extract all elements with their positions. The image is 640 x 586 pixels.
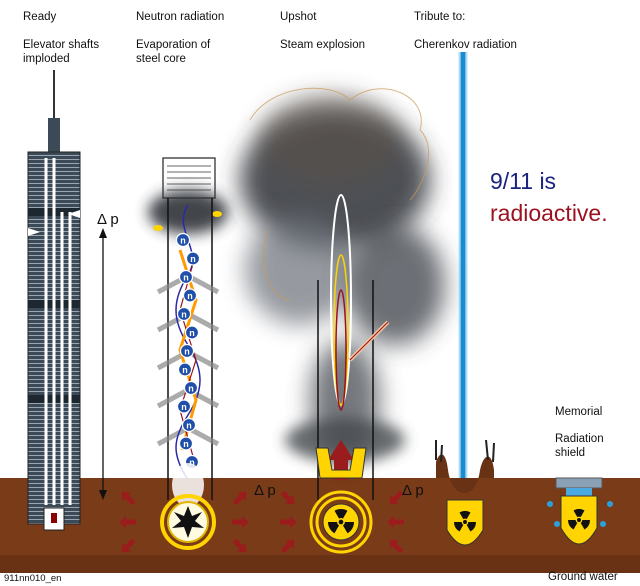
pressure-arrow-red — [280, 490, 295, 505]
arrow-shape — [280, 490, 295, 505]
core-reactor-2 — [160, 494, 216, 550]
label-evaporation: Evaporation of steel core — [136, 39, 211, 65]
neutron-symbol: n — [189, 328, 195, 338]
pressure-arrow-red — [280, 516, 297, 528]
pressure-arrow-red — [389, 490, 404, 505]
arrow-shape — [121, 538, 136, 553]
pressure-arrow-red — [280, 539, 295, 554]
delta-p-label-right: Δ p — [402, 482, 424, 499]
pressure-arrow-red — [232, 491, 247, 506]
neutron-particle — [179, 343, 195, 359]
arrow-shape — [232, 538, 247, 553]
arrow-shape — [232, 516, 249, 528]
trefoil-center — [577, 518, 581, 522]
neutron-particle — [178, 269, 194, 285]
trefoil-blade — [466, 522, 476, 532]
label-upshot: Upshot — [280, 11, 317, 23]
neutron-symbol: n — [180, 235, 186, 245]
label-steam-explosion: Steam explosion — [280, 39, 366, 51]
label-radiation-shield: Radiation shield — [555, 433, 604, 459]
pressure-arrow-red — [232, 516, 249, 528]
neutron-particle — [178, 436, 194, 451]
delta-p-label-left: Δ p — [254, 482, 276, 499]
trefoil-blade — [334, 509, 348, 519]
neutron-symbol: n — [188, 383, 194, 393]
radiation-shield — [547, 477, 613, 527]
pressure-arrow-red — [389, 539, 404, 554]
reactor-ring — [160, 494, 216, 550]
trefoil-blade — [459, 511, 471, 520]
trefoil-blade — [454, 522, 464, 532]
cherenkov-beam — [435, 52, 495, 494]
headline-line1: 9/11 is — [490, 168, 557, 194]
pressure-arrow-red — [121, 538, 136, 553]
trefoil-blade — [580, 520, 590, 530]
neutron-symbol: n — [181, 309, 187, 319]
neutron-symbol: n — [183, 272, 189, 282]
pressure-arrow-red — [232, 538, 247, 553]
figure-id: 911nn010_en — [4, 573, 62, 584]
arrow-shape — [121, 491, 136, 506]
explosion-flash-icon — [172, 506, 204, 538]
pressure-arrow-red — [387, 516, 404, 528]
trefoil-center — [338, 519, 344, 525]
neutron-particle — [175, 232, 191, 248]
neutron-particle — [176, 399, 192, 414]
core-reactor-3 — [309, 447, 373, 554]
tower-intact — [27, 70, 81, 531]
delta-p-label-top: Δ p — [97, 211, 119, 228]
label-elevator-shafts: Elevator shafts imploded — [23, 39, 100, 65]
reactor-cradle — [315, 447, 367, 479]
neutron-symbol: n — [183, 439, 189, 449]
arrow-shape — [119, 516, 136, 528]
ground-water-band — [0, 555, 640, 573]
pressure-arrow — [99, 228, 107, 500]
label-tribute: Tribute to: — [414, 11, 466, 23]
headline-line2: radioactive. — [490, 200, 608, 226]
arrow-shape — [389, 490, 404, 505]
neutron-symbol: n — [181, 402, 187, 412]
reactor-ring-outer — [309, 490, 373, 554]
smoke-cloud — [240, 87, 445, 500]
label-cherenkov: Cherenkov radiation — [414, 39, 517, 51]
neutron-symbol: n — [190, 254, 196, 264]
trefoil-blade — [573, 509, 585, 518]
pressure-arrow-red — [121, 491, 136, 506]
arrow-shape — [389, 539, 404, 554]
neutron-symbol: n — [187, 291, 193, 301]
neutron-particle — [183, 380, 199, 396]
trefoil-blade — [568, 520, 578, 530]
label-ground-water: Ground water — [548, 571, 618, 583]
core-pod-5 — [560, 495, 598, 545]
pressure-arrow-red — [119, 516, 136, 528]
arrow-shape — [232, 491, 247, 506]
neutron-symbol: n — [189, 457, 195, 467]
neutron-particle — [176, 306, 192, 322]
neutron-particle — [177, 362, 193, 377]
arrow-shape — [387, 516, 404, 528]
label-ready: Ready — [23, 11, 57, 23]
core-pod-4 — [446, 499, 484, 546]
trefoil-blade — [342, 522, 354, 534]
label-neutron-radiation: Neutron radiation — [136, 11, 225, 23]
neutron-particle — [182, 288, 198, 303]
label-memorial: Memorial — [555, 406, 603, 418]
trefoil-blade — [328, 522, 340, 534]
reactor-ring-inner — [315, 496, 367, 548]
neutron-particle — [181, 417, 197, 433]
trefoil-center — [463, 520, 467, 524]
arrow-shape — [280, 516, 297, 528]
neutron-symbol: n — [184, 346, 190, 356]
arrow-shape — [280, 539, 295, 554]
neutron-particle — [184, 325, 200, 340]
neutron-symbol: n — [182, 365, 188, 375]
neutron-particle — [185, 251, 201, 266]
neutron-symbol: n — [186, 420, 192, 430]
